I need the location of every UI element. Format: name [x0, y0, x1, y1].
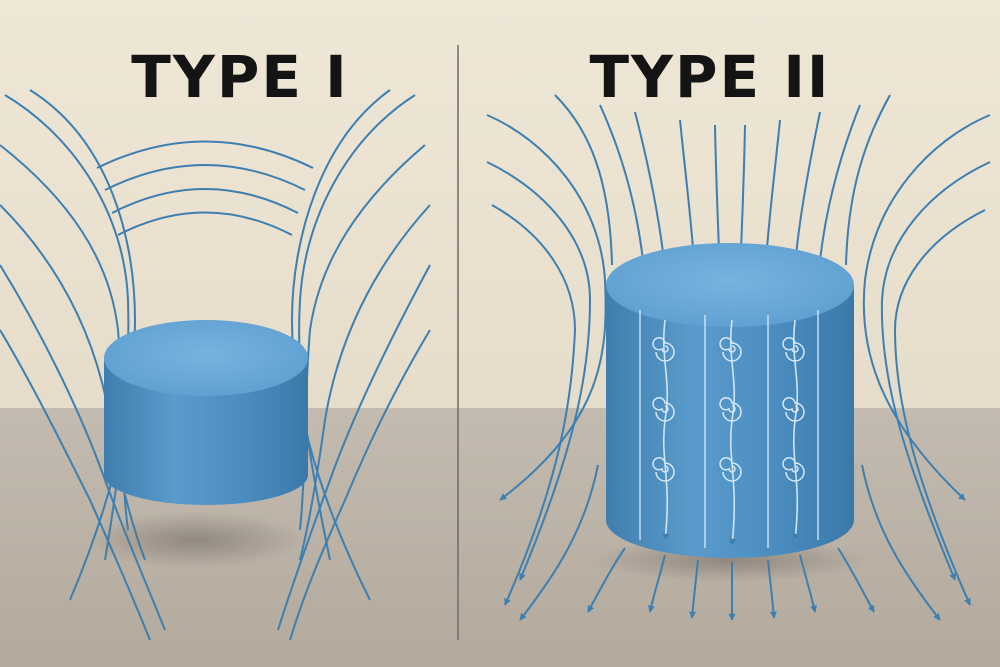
type-2-outer-field-lines — [486, 94, 991, 621]
field-line — [277, 264, 431, 631]
field-line — [845, 94, 891, 266]
field-line — [290, 89, 391, 601]
vortex-line — [729, 319, 737, 546]
type-2-title: TYPE II — [589, 43, 831, 111]
field-line — [486, 114, 607, 501]
field-arc — [111, 188, 299, 214]
field-line — [767, 559, 777, 619]
type-1-shadow — [85, 512, 305, 568]
vortex-swirl — [652, 397, 675, 422]
field-line — [647, 554, 666, 613]
vortex-swirl — [719, 457, 742, 482]
field-line — [0, 264, 166, 631]
type-1-cylinder — [104, 320, 308, 505]
field-line — [289, 329, 431, 641]
field-line — [491, 204, 577, 606]
type-1-title: TYPE I — [131, 43, 349, 111]
field-arc — [117, 211, 293, 236]
field-line — [799, 554, 818, 613]
vortex-line — [662, 319, 670, 541]
type-2-vortices — [652, 337, 805, 482]
field-arc — [96, 140, 314, 169]
vortex-line — [792, 319, 800, 541]
field-line — [893, 209, 986, 606]
field-line — [587, 547, 626, 613]
field-line — [837, 547, 875, 613]
field-line — [0, 329, 151, 641]
cylinder-top — [606, 243, 854, 327]
field-line — [29, 89, 137, 601]
vortex-swirl — [719, 337, 742, 362]
type-2-cylinder — [606, 243, 854, 558]
field-line — [298, 94, 416, 561]
vortex-swirl — [782, 337, 805, 362]
field-line — [299, 204, 431, 561]
cylinder-top — [104, 320, 308, 396]
field-line — [862, 114, 991, 501]
field-line — [519, 464, 599, 621]
vortex-swirl — [719, 397, 742, 422]
field-line — [689, 559, 699, 619]
type-2-vortex-lines — [639, 310, 819, 548]
type-2-outgoing-lines — [587, 547, 875, 621]
vortex-swirl — [652, 337, 675, 362]
field-arc — [104, 164, 306, 191]
cylinder-side — [104, 358, 308, 505]
field-line — [861, 464, 941, 621]
vortex-swirl — [782, 397, 805, 422]
field-line — [554, 94, 613, 266]
field-line — [880, 161, 991, 581]
field-line — [486, 161, 592, 581]
vortex-swirl — [652, 457, 675, 482]
vortex-swirl — [782, 457, 805, 482]
